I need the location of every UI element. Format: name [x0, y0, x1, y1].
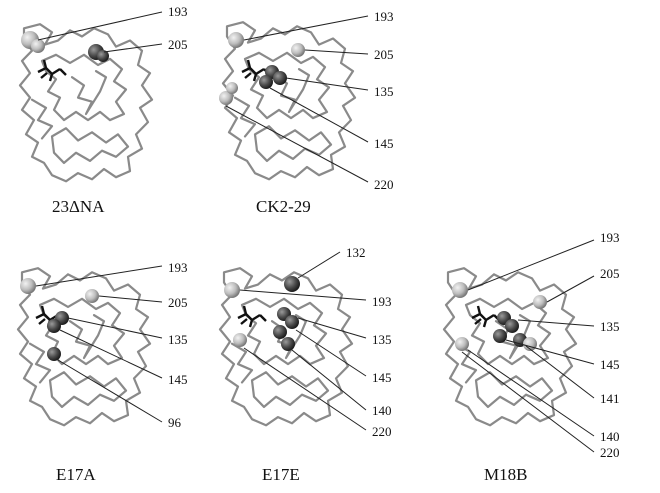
residue-220-sphere [233, 333, 247, 347]
annotation-label: 135 [372, 332, 392, 347]
annotation-label: 193 [168, 4, 188, 19]
annotation-label: 193 [168, 260, 188, 275]
annotation-label: 145 [168, 372, 188, 387]
annotation-label: 220 [600, 445, 620, 460]
residue-193-sphere [224, 282, 240, 298]
annotation-label: 193 [600, 230, 620, 245]
residue-145-sphere [273, 325, 287, 339]
panel-23dna: 193 205 23ΔNA [18, 4, 188, 216]
residue-205-sphere [85, 289, 99, 303]
annotation-label: 193 [374, 9, 394, 24]
annotation-label: 145 [600, 357, 620, 372]
residue-220-sphere [226, 82, 238, 94]
panel-ck2-29: 193 205 135 145 220 CK2-29 [219, 9, 394, 216]
annotation-label: 145 [372, 370, 392, 385]
residue-193-sphere [228, 32, 244, 48]
annotation-label: 145 [374, 136, 394, 151]
residue-135-sphere [505, 319, 519, 333]
residue-145-sphere [47, 319, 61, 333]
panel-e17e: 132 193 135 145 140 220 E17E [218, 245, 392, 484]
residue-220-sphere [219, 91, 233, 105]
residue-135-sphere [285, 315, 299, 329]
residue-193-sphere [20, 278, 36, 294]
panel-e17a: 193 205 135 145 96 E17A [16, 260, 188, 484]
annotation-label: 132 [346, 245, 366, 260]
residue-205-sphere [533, 295, 547, 309]
panel-m18b: 193 205 135 145 141 140 220 M18B [442, 230, 620, 484]
residue-140-sphere [281, 337, 295, 351]
residue-205-sphere [291, 43, 305, 57]
annotation-label: 141 [600, 391, 620, 406]
annotation-label: 135 [374, 84, 394, 99]
panel-title: CK2-29 [256, 197, 311, 216]
residue-145-sphere [259, 75, 273, 89]
annotation-label: 220 [372, 424, 392, 439]
annotation-label: 193 [372, 294, 392, 309]
residue-96-sphere [47, 347, 61, 361]
annotation-label: 140 [372, 403, 392, 418]
panel-title: E17A [56, 465, 96, 484]
annotation-label: 205 [168, 295, 188, 310]
residue-132-sphere [284, 276, 300, 292]
annotation-label: 135 [168, 332, 188, 347]
panel-title: M18B [484, 465, 527, 484]
annotation-label: 220 [374, 177, 394, 192]
residue-145-sphere [493, 329, 507, 343]
residue-205-sphere [97, 50, 109, 62]
annotation-label: 205 [168, 37, 188, 52]
annotation-label: 205 [374, 47, 394, 62]
residue-193-sphere [31, 39, 45, 53]
annotation-label: 135 [600, 319, 620, 334]
annotation-label: 140 [600, 429, 620, 444]
residue-193-sphere [452, 282, 468, 298]
residue-220-sphere [455, 337, 469, 351]
residue-135-sphere [273, 71, 287, 85]
panel-title: 23ΔNA [52, 197, 105, 216]
annotation-label: 205 [600, 266, 620, 281]
annotation-label: 96 [168, 415, 182, 430]
panel-title: E17E [262, 465, 300, 484]
